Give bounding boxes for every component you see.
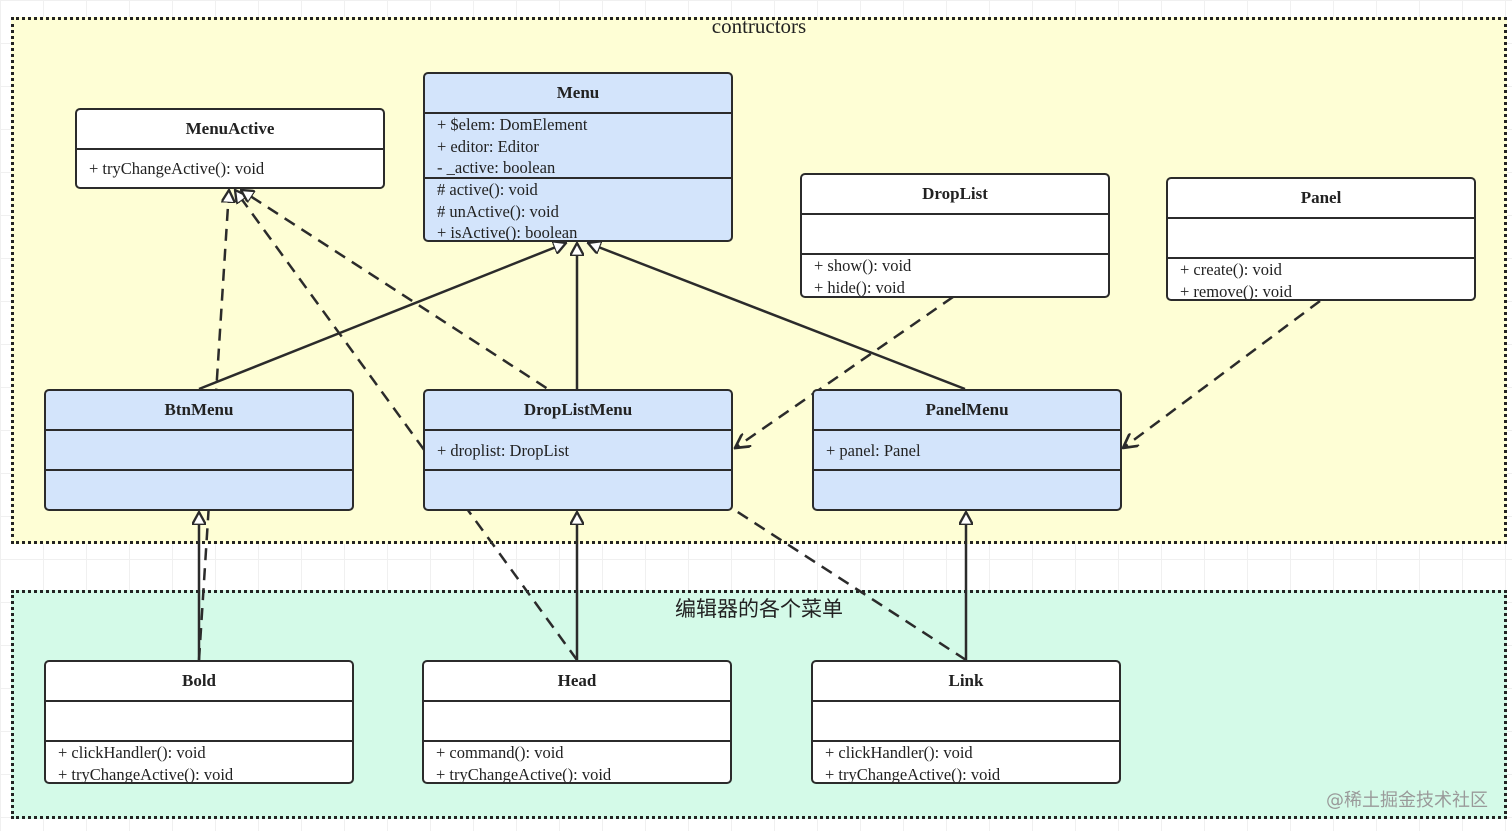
class-method: # active(): void <box>437 180 538 199</box>
edge-btnmenu-menu <box>198 243 566 391</box>
group-title: contructors <box>711 14 807 38</box>
class-method: + clickHandler(): void <box>825 743 973 762</box>
class-method: + remove(): void <box>1180 281 1292 301</box>
class-attributes <box>46 431 352 471</box>
class-methods: + clickHandler(): void + tryChangeActive(… <box>813 742 1119 784</box>
edge-link-menuactive <box>241 190 967 662</box>
class-btnmenu[interactable]: BtnMenu <box>44 389 354 511</box>
class-method: + tryChangeActive(): void <box>58 764 234 784</box>
edge-droplist-droplistmenu <box>735 295 954 448</box>
class-name: Panel <box>1168 179 1474 219</box>
class-name: BtnMenu <box>46 391 352 431</box>
class-method: + tryChangeActive(): void <box>825 764 1001 784</box>
class-attributes <box>802 215 1108 255</box>
class-method: + tryChangeActive(): void <box>89 159 265 178</box>
class-attributes <box>1168 219 1474 259</box>
class-methods: # active(): void # unActive(): void + isAc… <box>425 179 731 242</box>
class-bold[interactable]: Bold + clickHandler(): void + tryChangeAc… <box>44 660 354 784</box>
class-name: MenuActive <box>77 110 383 150</box>
class-methods: + create(): void + remove(): void <box>1168 259 1474 301</box>
edge-head-menuactive <box>235 190 579 661</box>
watermark: @稀土掘金技术社区 <box>1326 790 1488 811</box>
class-head[interactable]: Head + command(): void + tryChangeActive(… <box>422 660 732 784</box>
class-methods <box>46 471 352 509</box>
class-name: Link <box>813 662 1119 702</box>
class-droplist[interactable]: DropList + show(): void + hide(): void <box>800 173 1110 298</box>
class-methods <box>425 471 731 509</box>
class-methods: + tryChangeActive(): void <box>77 150 383 187</box>
edge-panelmenu-menu <box>588 243 966 391</box>
class-attribute: + droplist: DropList <box>437 441 570 460</box>
class-attributes <box>46 702 352 742</box>
class-method: + show(): void <box>814 256 912 275</box>
class-panelmenu[interactable]: PanelMenu + panel: Panel <box>812 389 1122 511</box>
class-attribute: - _active: boolean <box>437 158 556 177</box>
class-name: Bold <box>46 662 352 702</box>
class-method: # unActive(): void <box>437 201 559 221</box>
class-methods: + show(): void + hide(): void <box>802 255 1108 297</box>
class-method: + tryChangeActive(): void <box>436 764 612 784</box>
class-name: Head <box>424 662 730 702</box>
class-name: Menu <box>425 74 731 114</box>
class-method: + hide(): void <box>814 277 905 297</box>
class-methods: + command(): void + tryChangeActive(): vo… <box>424 742 730 784</box>
class-methods: + clickHandler(): void + tryChangeActive(… <box>46 742 352 784</box>
class-menu[interactable]: Menu + $elem: DomElement + editor: Editor… <box>423 72 733 242</box>
class-attributes <box>813 702 1119 742</box>
class-panel[interactable]: Panel + create(): void + remove(): void <box>1166 177 1476 301</box>
class-name: DropListMenu <box>425 391 731 431</box>
class-method: + isActive(): boolean <box>437 223 578 242</box>
class-name: DropList <box>802 175 1108 215</box>
class-attributes: + panel: Panel <box>814 431 1120 471</box>
class-attributes: + $elem: DomElement + editor: Editor - _ac… <box>425 114 731 179</box>
class-attribute: + $elem: DomElement <box>437 115 588 134</box>
class-droplistmenu[interactable]: DropListMenu + droplist: DropList <box>423 389 733 511</box>
class-attribute: + editor: Editor <box>437 136 539 156</box>
class-method: + command(): void <box>436 743 564 762</box>
edge-panel-panelmenu <box>1123 299 1321 448</box>
class-methods <box>814 471 1120 509</box>
class-attributes: + droplist: DropList <box>425 431 731 471</box>
class-method: + clickHandler(): void <box>58 743 206 762</box>
group-title: 编辑器的各个菜单 <box>675 597 843 621</box>
class-attributes <box>424 702 730 742</box>
class-menuactive[interactable]: MenuActive + tryChangeActive(): void <box>75 108 385 189</box>
class-name: PanelMenu <box>814 391 1120 431</box>
class-method: + create(): void <box>1180 260 1282 279</box>
class-link[interactable]: Link + clickHandler(): void + tryChangeAc… <box>811 660 1121 784</box>
class-attribute: + panel: Panel <box>826 441 921 460</box>
